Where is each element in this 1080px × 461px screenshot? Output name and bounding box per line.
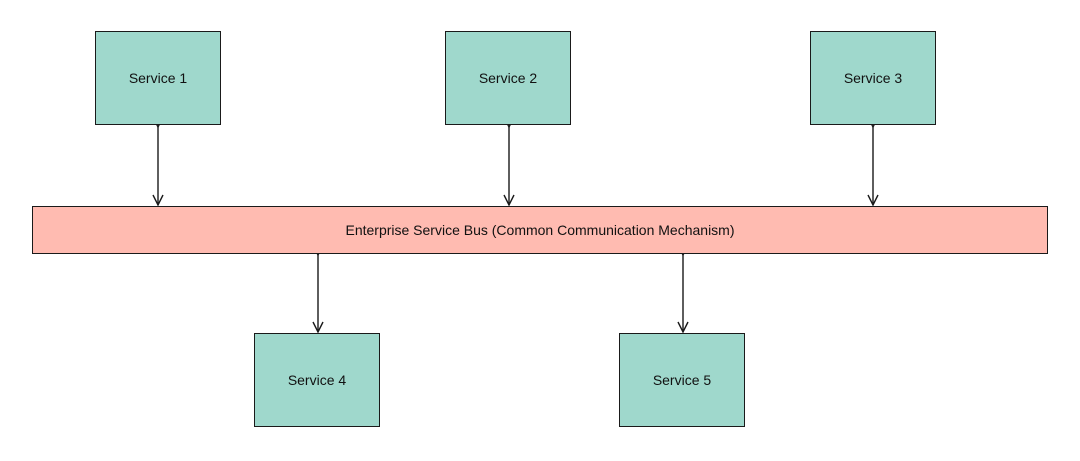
service-4-label: Service 4	[287, 372, 347, 388]
enterprise-service-bus: Enterprise Service Bus (Common Communica…	[32, 206, 1048, 254]
bus-label: Enterprise Service Bus (Common Communica…	[345, 222, 735, 238]
service-3-label: Service 3	[843, 70, 903, 86]
service-3-box: Service 3	[810, 31, 936, 125]
service-1-box: Service 1	[95, 31, 221, 125]
service-5-label: Service 5	[652, 372, 712, 388]
service-2-box: Service 2	[445, 31, 571, 125]
service-4-box: Service 4	[254, 333, 380, 427]
service-2-label: Service 2	[478, 70, 538, 86]
service-5-box: Service 5	[619, 333, 745, 427]
service-1-label: Service 1	[128, 70, 188, 86]
